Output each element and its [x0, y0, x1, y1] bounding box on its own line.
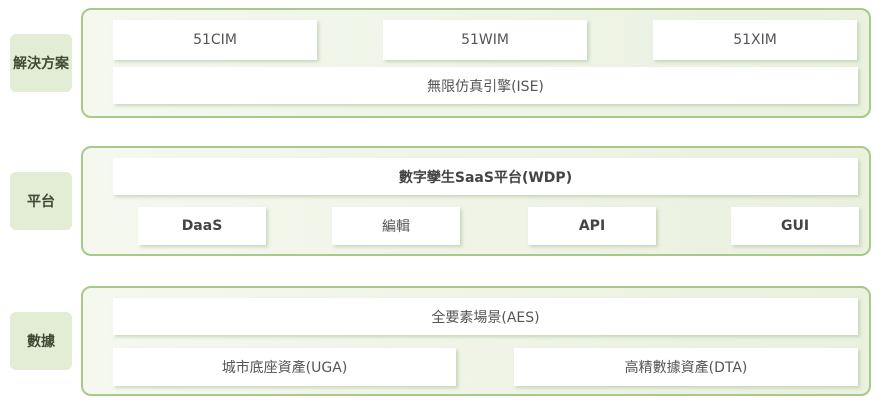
- row-label-solutions: 解決方案: [10, 34, 72, 92]
- aes-scene-box: 全要素場景(AES): [113, 298, 858, 335]
- platform-gui-box: GUI: [731, 207, 859, 245]
- solution-51wim-box: 51WIM: [383, 20, 587, 60]
- platform-api-box: API: [528, 207, 656, 245]
- wdp-platform-box: 數字孿生SaaS平台(WDP): [113, 158, 858, 195]
- platform-editor-box: 編輯: [332, 207, 460, 245]
- solution-51cim-box: 51CIM: [113, 20, 317, 60]
- uga-asset-box: 城市底座資產(UGA): [113, 348, 456, 386]
- platform-daas-box: DaaS: [138, 207, 266, 245]
- row-label-data: 數據: [10, 312, 72, 370]
- ise-engine-box: 無限仿真引擎(ISE): [113, 67, 858, 104]
- row-label-platform: 平台: [10, 172, 72, 230]
- dta-asset-box: 高精數據資產(DTA): [514, 348, 858, 386]
- solution-51xim-box: 51XIM: [653, 20, 857, 60]
